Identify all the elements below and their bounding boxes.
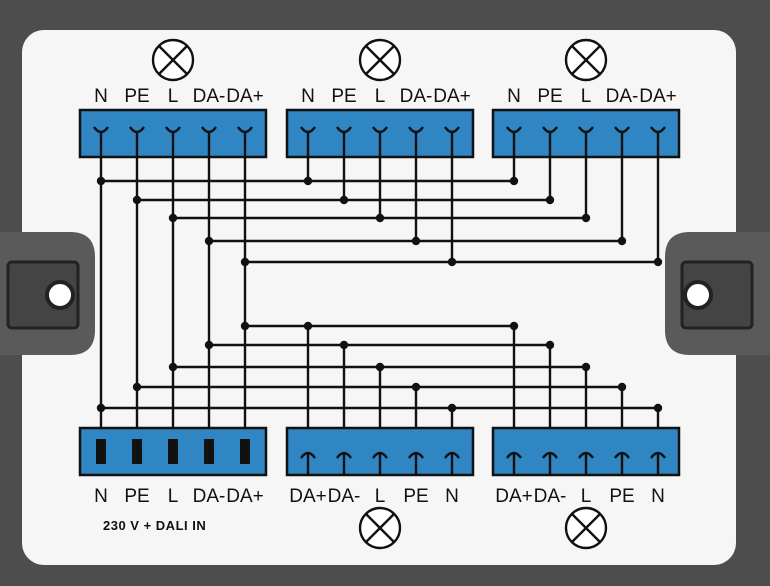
screw-hole-icon xyxy=(683,280,713,310)
junction-dot xyxy=(545,195,555,205)
terminal-label: DA- xyxy=(606,86,639,107)
lamp-icon xyxy=(151,38,195,82)
input-terminal xyxy=(240,439,250,464)
lamp-icon xyxy=(358,38,402,82)
terminal-label: L xyxy=(375,486,386,507)
terminal-label: N xyxy=(94,486,108,507)
left-mounting-ear xyxy=(0,232,95,355)
terminal-label: PE xyxy=(124,86,149,107)
bottom-terminal-block xyxy=(491,426,681,477)
top-terminal-block xyxy=(78,108,268,159)
junction-dot xyxy=(204,236,214,246)
junction-dot xyxy=(168,362,178,372)
terminal-label: DA- xyxy=(400,86,433,107)
bottom-terminal-block xyxy=(285,426,475,477)
terminal-label: N xyxy=(507,86,521,107)
junction-dot xyxy=(509,176,519,186)
lamp-icon xyxy=(564,506,608,550)
junction-dot xyxy=(168,213,178,223)
junction-dot xyxy=(581,362,591,372)
junction-dot xyxy=(509,321,519,331)
junction-dot xyxy=(411,236,421,246)
junction-dot xyxy=(303,176,313,186)
terminal-label: DA+ xyxy=(639,86,677,107)
junction-dot xyxy=(447,257,457,267)
junction-dot xyxy=(96,176,106,186)
terminal-label: DA+ xyxy=(433,86,471,107)
lamp-icon xyxy=(564,38,608,82)
junction-dot xyxy=(339,195,349,205)
terminal-label: DA+ xyxy=(495,486,533,507)
terminal-label: L xyxy=(375,86,386,107)
terminal-label: PE xyxy=(537,86,562,107)
screw-hole-icon xyxy=(45,280,75,310)
input-terminal xyxy=(132,439,142,464)
bottom-terminal-block xyxy=(78,426,268,477)
junction-dot xyxy=(653,403,663,413)
top-terminal-block xyxy=(491,108,681,159)
top-terminal-block xyxy=(285,108,475,159)
terminal-label: DA+ xyxy=(226,486,264,507)
junction-dot xyxy=(240,321,250,331)
junction-dot xyxy=(132,382,142,392)
junction-dot xyxy=(617,236,627,246)
terminal-label: PE xyxy=(609,486,634,507)
terminal-label: L xyxy=(581,86,592,107)
terminal-label: N xyxy=(445,486,459,507)
terminal-label: DA- xyxy=(193,486,226,507)
junction-dot xyxy=(303,321,313,331)
input-terminal xyxy=(96,439,106,464)
terminal-label: L xyxy=(168,86,179,107)
junction-dot xyxy=(545,340,555,350)
junction-dot xyxy=(375,362,385,372)
right-mounting-ear xyxy=(665,232,770,355)
terminal-label: N xyxy=(301,86,315,107)
terminal-label: DA- xyxy=(534,486,567,507)
input-terminal xyxy=(168,439,178,464)
input-caption: 230 V + DALI IN xyxy=(103,518,206,533)
terminal-label: L xyxy=(581,486,592,507)
terminal-label: N xyxy=(651,486,665,507)
junction-dot xyxy=(96,403,106,413)
terminal-label: L xyxy=(168,486,179,507)
junction-dot xyxy=(617,382,627,392)
junction-dot xyxy=(653,257,663,267)
junction-dot xyxy=(204,340,214,350)
terminal-label: PE xyxy=(331,86,356,107)
terminal-label: DA- xyxy=(328,486,361,507)
junction-dot xyxy=(240,257,250,267)
terminal-label: DA- xyxy=(193,86,226,107)
junction-dot xyxy=(132,195,142,205)
input-terminal xyxy=(204,439,214,464)
junction-dot xyxy=(581,213,591,223)
junction-dot xyxy=(411,382,421,392)
terminal-label: PE xyxy=(124,486,149,507)
terminal-label: N xyxy=(94,86,108,107)
terminal-label: PE xyxy=(403,486,428,507)
lamp-icon xyxy=(358,506,402,550)
junction-dot xyxy=(339,340,349,350)
junction-dot xyxy=(375,213,385,223)
terminal-label: DA+ xyxy=(226,86,264,107)
junction-dot xyxy=(447,403,457,413)
terminal-label: DA+ xyxy=(289,486,327,507)
